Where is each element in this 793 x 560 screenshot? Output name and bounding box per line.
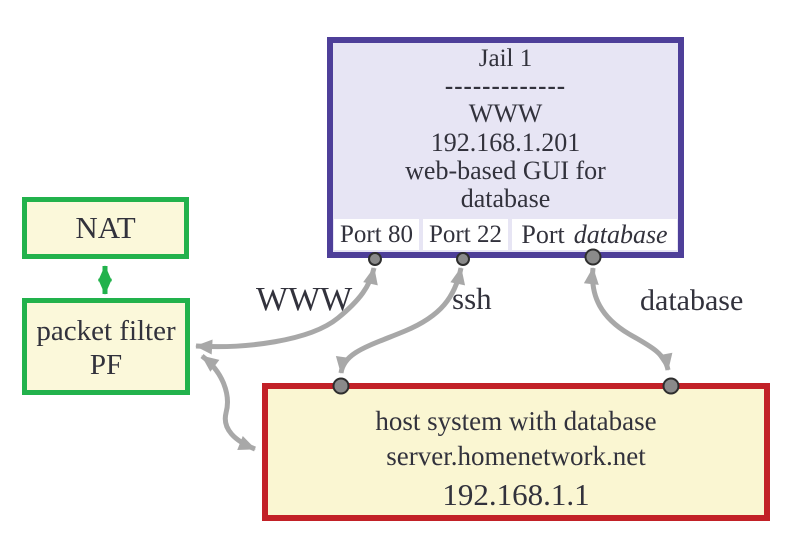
packet-filter-label-line1: packet filter <box>36 315 176 347</box>
nat-box: NAT <box>22 197 189 259</box>
ssh-connection-arrow <box>335 267 466 374</box>
nat-label: NAT <box>75 210 136 245</box>
port-database-name: database <box>573 219 668 249</box>
jail-title: Jail 1 <box>478 45 533 72</box>
packet-filter-box: packet filter PF <box>22 298 190 395</box>
port-80-label: Port 80 <box>334 219 419 250</box>
port-22-label: Port 22 <box>423 219 508 250</box>
host-ip: 192.168.1.1 <box>442 477 590 512</box>
jail-box: Jail 1 ------------- WWW 192.168.1.201 w… <box>327 37 684 258</box>
ssh-connection-label: ssh <box>452 281 492 316</box>
database-connection-label: database <box>640 284 744 317</box>
jail-divider: ------------- <box>444 73 567 100</box>
packet-filter-label-line2: PF <box>89 349 123 381</box>
jail-port-row: Port 80 Port 22 Port database <box>334 219 677 250</box>
port-database-label: Port database <box>512 219 677 250</box>
jail-ip-line: 192.168.1.201 <box>430 128 581 157</box>
jail-desc-line-1: web-based GUI for <box>405 156 606 185</box>
host-hostname: server.homenetwork.net <box>386 441 646 471</box>
pf-host-connection-arrow <box>200 354 256 452</box>
www-connection-label: WWW <box>256 281 353 318</box>
host-system-box: host system with database server.homenet… <box>262 383 770 521</box>
jail-desc-line-2: database <box>460 184 551 213</box>
jail-service-line: WWW <box>468 99 543 128</box>
host-description: host system with database <box>375 406 657 436</box>
port-database-prefix: Port <box>521 219 565 249</box>
